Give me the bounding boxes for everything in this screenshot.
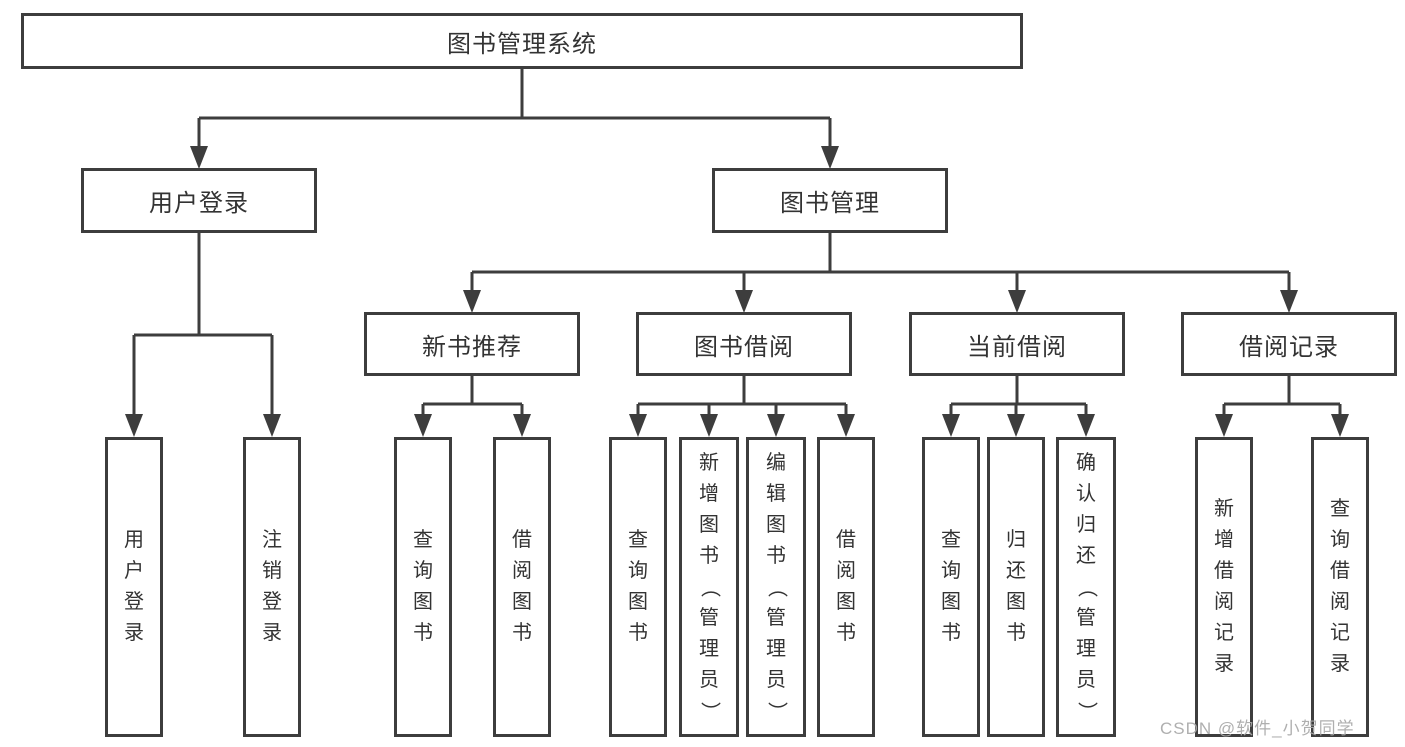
- leaf-label: 查询借阅记录: [1330, 498, 1350, 675]
- leaf-label: 新增借阅记录: [1214, 498, 1234, 675]
- node-book-management: 图书管理: [712, 168, 948, 233]
- node-current-borrowing: 当前借阅: [909, 312, 1125, 376]
- leaf-query-book-recommend: 查询图书: [394, 437, 452, 737]
- node-label: 图书管理系统: [447, 30, 597, 58]
- leaf-edit-book-admin: 编辑图书（管理员）: [746, 437, 806, 737]
- node-label: 图书借阅: [694, 333, 794, 361]
- leaf-user-login: 用户登录: [105, 437, 163, 737]
- leaf-label: 确认归还（管理员）: [1075, 451, 1098, 722]
- leaf-label: 编辑图书（管理员）: [765, 451, 788, 722]
- leaf-label: 查询图书: [628, 529, 648, 644]
- node-label: 图书管理: [780, 190, 880, 217]
- node-label: 新书推荐: [422, 333, 522, 361]
- leaf-borrow-book: 借阅图书: [817, 437, 875, 737]
- leaf-label: 新增图书（管理员）: [698, 451, 721, 722]
- node-label: 用户登录: [149, 190, 249, 217]
- leaf-return-book: 归还图书: [987, 437, 1045, 737]
- node-root: 图书管理系统: [21, 13, 1023, 69]
- node-new-book-recommend: 新书推荐: [364, 312, 580, 376]
- leaf-query-book-current: 查询图书: [922, 437, 980, 737]
- leaf-label: 用户登录: [124, 529, 144, 644]
- leaf-logout: 注销登录: [243, 437, 301, 737]
- node-borrow-records: 借阅记录: [1181, 312, 1397, 376]
- leaf-query-book-borrow: 查询图书: [609, 437, 667, 737]
- leaf-confirm-return-admin: 确认归还（管理员）: [1056, 437, 1116, 737]
- leaf-borrow-book-recommend: 借阅图书: [493, 437, 551, 737]
- leaf-add-borrow-record: 新增借阅记录: [1195, 437, 1253, 737]
- leaf-query-borrow-record: 查询借阅记录: [1311, 437, 1369, 737]
- leaf-label: 查询图书: [413, 529, 433, 644]
- node-label: 当前借阅: [967, 333, 1067, 361]
- leaf-add-book-admin: 新增图书（管理员）: [679, 437, 739, 737]
- leaf-label: 借阅图书: [836, 529, 856, 644]
- leaf-label: 借阅图书: [512, 529, 532, 644]
- node-user-login: 用户登录: [81, 168, 317, 233]
- leaf-label: 注销登录: [262, 529, 282, 644]
- leaf-label: 归还图书: [1006, 529, 1026, 644]
- node-label: 借阅记录: [1239, 333, 1339, 361]
- csdn-watermark: CSDN @软件_小贺同学: [1160, 719, 1355, 738]
- leaf-label: 查询图书: [941, 529, 961, 644]
- node-book-borrowing: 图书借阅: [636, 312, 852, 376]
